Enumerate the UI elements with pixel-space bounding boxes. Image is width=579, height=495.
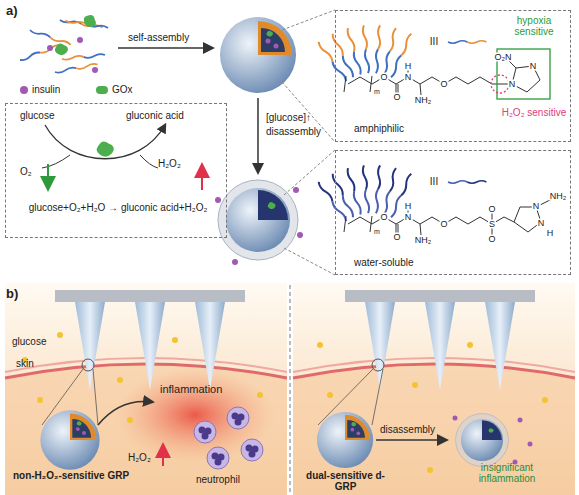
label-text: non-H₂O₂-sensitive GRP [12,470,130,481]
label-text: O [487,235,496,244]
box-text: gluconic acid [126,110,184,121]
label-text: H₂O₂ [128,452,151,463]
box-text: H₂O₂ [158,158,181,169]
label-text: N [529,62,538,71]
label-text: III [429,177,439,187]
label-text: N [508,80,517,89]
box-text: glucose+O₂+H₂O → gluconic acid+H₂O₂ [28,202,208,213]
label-text: disassembly [266,126,321,137]
label-text: O [379,73,388,82]
box-text: O₂ [20,166,32,177]
legend-text: insulin [32,84,60,95]
label-text: disassembly [380,424,435,435]
label-text: N [537,219,546,228]
label-text: NH₂ [414,96,433,105]
dashed-box: water-soluble [335,150,571,275]
label-text: N [404,73,413,82]
label-text: NH₂ [549,192,568,201]
label-text: insignificant inflammation [452,462,562,484]
box-text: H₂O₂ sensitive [498,107,570,118]
label-text: m [373,88,381,95]
label-text: self-assembly [128,32,189,43]
label-text: H [404,202,413,211]
label-text: O [439,80,448,89]
dashed-box: hypoxia sensitiveH₂O₂ sensitive amphiphil… [335,10,571,142]
label-text: N [532,202,541,211]
label-text: a) [6,4,18,18]
legend-text: GOx [112,84,133,95]
box-text: water-soluble [354,257,413,268]
label-text: O [487,205,496,214]
label-text: glucose [12,336,46,347]
label-text: [glucose]↑ [266,112,311,123]
label-text: skin [16,358,34,369]
box-text: glucose [20,110,54,121]
legend-swatch [96,86,108,94]
label-text: O₂N [494,53,513,62]
label-text: H [546,229,555,238]
box-text: hypoxia sensitive [498,15,570,37]
label-text: H [404,62,413,71]
label-text: neutrophil [196,474,240,485]
label-text: O [379,213,388,222]
label-text: S [488,220,496,229]
dashed-box: glucose gluconic acidO₂ H₂O₂ glucose+O₂+H₂O… [5,103,227,238]
label-text: NH₂ [414,236,433,245]
label-text: III [429,37,439,47]
label-text: O [439,220,448,229]
label-text: m [373,228,381,235]
legend-swatch [20,86,28,94]
label-text: N [404,213,413,222]
label-text: O [392,93,401,102]
label-text: dual-sensitive d-GRP [298,470,393,492]
label-text: inflammation [160,383,222,395]
label-text: O [392,233,401,242]
box-text: amphiphilic [354,123,404,134]
label-text: b) [6,287,18,301]
